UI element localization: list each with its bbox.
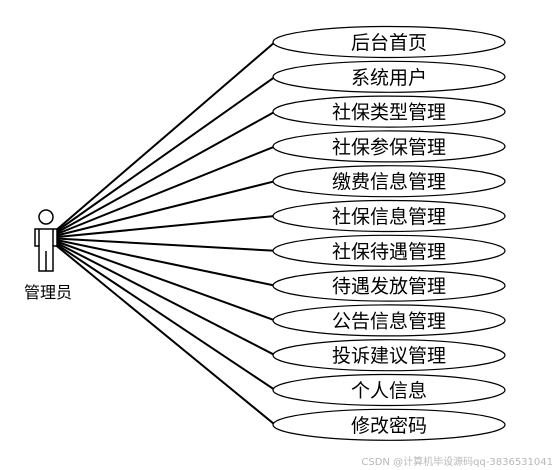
- use-case: 投诉建议管理: [272, 339, 506, 372]
- use-case-ellipse: [272, 130, 506, 163]
- association-line: [46, 75, 276, 239]
- use-case-label: 个人信息: [351, 380, 427, 402]
- use-case: 社保信息管理: [272, 199, 506, 233]
- use-case: 公告信息管理: [272, 304, 506, 337]
- use-case-ellipse: [272, 269, 506, 302]
- use-case-label: 公告信息管理: [332, 310, 446, 332]
- use-case-label: 系统用户: [351, 67, 427, 89]
- use-case-ellipses: 后台首页系统用户社保类型管理社保参保管理缴费信息管理社保信息管理社保待遇管理待遇…: [272, 25, 506, 441]
- association-line: [46, 41, 276, 239]
- watermark-text: CSDN @计算机毕设源码qq-3836531041: [361, 457, 553, 468]
- use-case-ellipse: [272, 408, 506, 441]
- use-case: 系统用户: [272, 60, 506, 93]
- use-case: 待遇发放管理: [272, 269, 506, 302]
- use-case-label: 投诉建议管理: [332, 345, 446, 367]
- use-case-ellipse: [272, 95, 506, 128]
- use-case-ellipse: [272, 165, 506, 198]
- actor-icon: [34, 209, 58, 272]
- use-case-ellipse: [272, 339, 506, 372]
- use-case-ellipse: [272, 373, 506, 407]
- use-case: 社保参保管理: [272, 130, 506, 163]
- use-case: 修改密码: [272, 408, 506, 441]
- use-case: 社保待遇管理: [272, 234, 506, 267]
- association-line: [46, 237, 276, 426]
- use-case-label: 缴费信息管理: [332, 171, 446, 193]
- use-case-label: 修改密码: [351, 415, 427, 437]
- use-case-label: 社保类型管理: [332, 102, 446, 124]
- use-case-ellipse: [272, 199, 506, 233]
- use-case-label: 社保参保管理: [332, 136, 446, 158]
- association-line: [46, 145, 276, 239]
- association-line: [46, 237, 276, 287]
- use-case-label: 社保信息管理: [332, 206, 446, 228]
- actor-label: 管理员: [24, 283, 72, 302]
- use-case: 社保类型管理: [272, 95, 506, 128]
- association-line: [46, 237, 276, 322]
- use-case-label: 后台首页: [351, 32, 427, 54]
- association-line: [46, 110, 276, 239]
- use-case-label: 社保待遇管理: [332, 241, 446, 263]
- association-line: [46, 237, 276, 252]
- use-case-ellipse: [272, 25, 506, 59]
- use-case: 缴费信息管理: [272, 165, 506, 198]
- association-line: [46, 180, 276, 239]
- use-case-label: 待遇发放管理: [332, 276, 446, 298]
- use-case-ellipse: [272, 304, 506, 337]
- use-case-ellipse: [272, 234, 506, 267]
- use-case-ellipse: [272, 60, 506, 93]
- association-lines: [46, 41, 276, 426]
- use-case: 个人信息: [272, 373, 506, 407]
- association-line: [46, 215, 276, 239]
- association-line: [46, 237, 276, 391]
- use-case: 后台首页: [272, 25, 506, 59]
- association-line: [46, 237, 276, 357]
